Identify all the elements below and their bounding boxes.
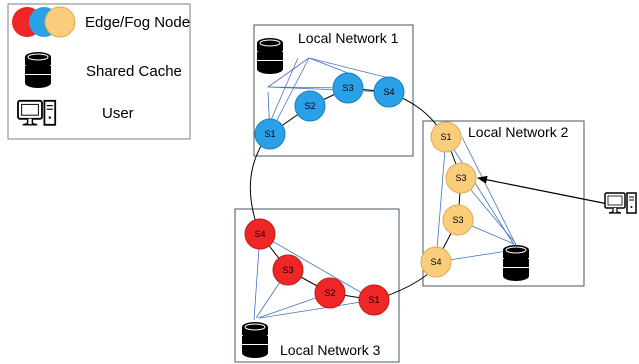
- network-1-node-s1: S1: [254, 118, 286, 150]
- local-network-3: Local Network 3 S4 S3 S2 S1: [241, 218, 390, 359]
- svg-text:S3: S3: [342, 83, 353, 93]
- network-2-node-s1: S1: [430, 121, 462, 153]
- legend-cache-label: Shared Cache: [86, 63, 182, 80]
- legend-user-label: User: [102, 105, 134, 122]
- network-3-node-s3: S3: [272, 254, 304, 286]
- local-network-1: Local Network 1 S1 S2 S3 S4: [254, 30, 405, 150]
- svg-text:S3: S3: [455, 173, 466, 183]
- svg-text:S4: S4: [383, 87, 394, 97]
- network-1-label: Local Network 1: [298, 30, 399, 46]
- svg-text:S3: S3: [282, 265, 293, 275]
- user-request-arrow: [477, 175, 609, 205]
- svg-text:S1: S1: [264, 129, 275, 139]
- legend-node-label: Edge/Fog Node: [85, 14, 190, 31]
- network-3-node-s1: S1: [358, 284, 390, 316]
- network-1-node-s2: S2: [294, 90, 326, 122]
- legend-database-icon: [24, 51, 52, 89]
- svg-text:S4: S4: [254, 229, 265, 239]
- svg-text:S1: S1: [368, 295, 379, 305]
- svg-text:S1: S1: [440, 132, 451, 142]
- network-3-label: Local Network 3: [280, 342, 381, 358]
- network-3-node-s2: S2: [314, 277, 346, 309]
- network-3-box: [234, 208, 400, 363]
- network-2-node-s4: S4: [420, 246, 452, 278]
- network-2-links: [435, 136, 517, 263]
- legend: Edge/Fog Node Shared Cache User: [7, 3, 191, 140]
- svg-text:S2: S2: [304, 101, 315, 111]
- network-1-box: [253, 24, 414, 157]
- external-user-computer-icon: [604, 192, 637, 214]
- network-2-node-s3-lower: S3: [442, 204, 474, 236]
- svg-text:S4: S4: [430, 257, 441, 267]
- network-2-database-icon: [502, 244, 530, 282]
- network-3-node-s4: S4: [244, 218, 276, 250]
- network-2-label: Local Network 2: [468, 124, 569, 140]
- svg-text:S3: S3: [452, 215, 463, 225]
- network-3-links: [253, 233, 375, 321]
- network-2-node-s3-upper: S3: [445, 162, 477, 194]
- network-3-database-icon: [241, 321, 269, 359]
- network-1-node-s4: S4: [373, 76, 405, 108]
- svg-text:S2: S2: [324, 288, 335, 298]
- network-1-node-s3: S3: [332, 72, 364, 104]
- legend-node-icon-yellow: [44, 6, 76, 38]
- network-2-box: [422, 120, 585, 287]
- local-network-2: Local Network 2 S1 S3 S3 S4: [420, 121, 569, 282]
- network-1-database-icon: [256, 37, 284, 75]
